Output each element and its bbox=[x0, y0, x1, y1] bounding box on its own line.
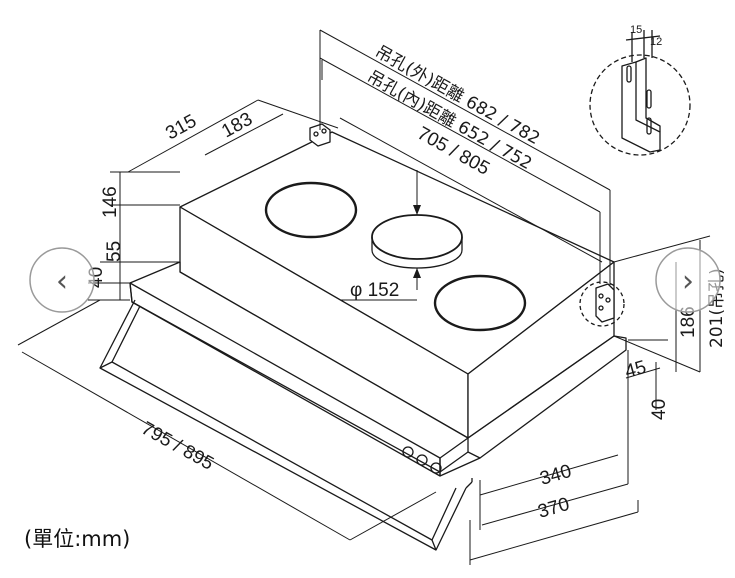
depth-inner-label: 183 bbox=[218, 109, 256, 143]
unit-label: (單位:mm) bbox=[24, 527, 130, 551]
hood-lower-body bbox=[129, 261, 627, 477]
next-button[interactable]: › bbox=[655, 247, 721, 313]
height-55-label: 55 bbox=[104, 241, 125, 262]
right-186-label: 186 bbox=[678, 306, 699, 338]
filter-frame bbox=[99, 299, 473, 551]
front-370-label: 370 bbox=[536, 494, 572, 523]
bracket-left bbox=[309, 123, 331, 147]
bracket-right bbox=[595, 283, 615, 323]
height-146-label: 146 bbox=[100, 186, 121, 218]
dimension-arrows bbox=[413, 205, 421, 278]
dimension-lines bbox=[17, 29, 711, 565]
depth-total-label: 315 bbox=[162, 111, 200, 145]
hood-upper-body bbox=[179, 131, 615, 439]
bracket-detail-inset bbox=[589, 30, 691, 156]
bracket-15-label: 15 bbox=[630, 24, 642, 36]
chevron-left-icon: ‹ bbox=[56, 264, 68, 299]
control-buttons bbox=[402, 446, 442, 474]
chevron-right-icon: › bbox=[682, 264, 694, 299]
bracket-callout-circle bbox=[579, 281, 625, 327]
duct-diameter-label: φ 152 bbox=[350, 280, 399, 301]
right-45-label: 45 bbox=[623, 357, 649, 383]
front-340-label: 340 bbox=[538, 461, 574, 490]
bracket-12-label: 12 bbox=[650, 36, 662, 48]
exhaust-hole-right bbox=[433, 274, 527, 332]
prev-button[interactable]: ‹ bbox=[29, 247, 95, 313]
right-40-label: 40 bbox=[649, 399, 670, 420]
overall-width-label: 795 / 895 bbox=[138, 418, 217, 475]
exhaust-hole-left bbox=[264, 181, 358, 239]
